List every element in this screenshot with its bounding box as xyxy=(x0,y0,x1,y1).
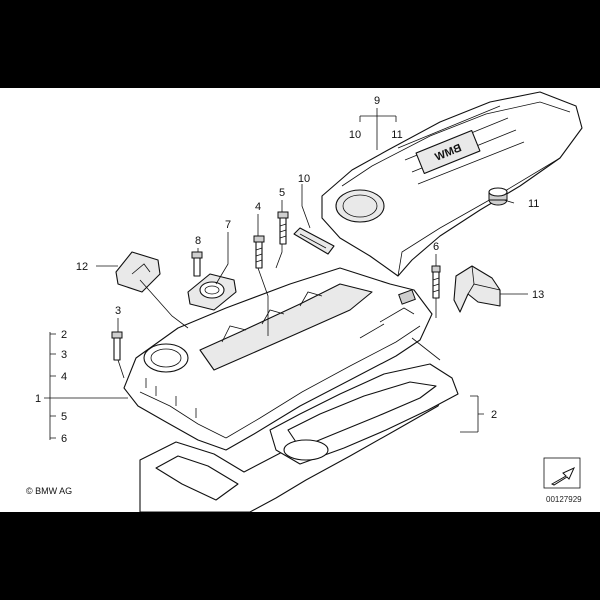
callout-8: 8 xyxy=(195,235,201,247)
gasket-part-2 xyxy=(139,363,459,512)
callout-11: 11 xyxy=(528,198,539,210)
callout-11-top: 11 xyxy=(391,129,402,141)
diagram-frame: BMW xyxy=(0,88,600,512)
bolt-part-4-top xyxy=(253,235,265,269)
engine-cover: BMW xyxy=(321,91,583,277)
callout-6-list: 6 xyxy=(61,433,67,445)
strip-part-10 xyxy=(293,227,335,255)
oil-filler-flange-part-7 xyxy=(187,273,237,311)
callout-3-list: 3 xyxy=(61,349,67,361)
bolt-part-6-right xyxy=(431,265,441,299)
callout-5-top: 5 xyxy=(279,187,285,199)
callout-1: 1 xyxy=(35,393,41,405)
callout-2-left: 2 xyxy=(61,329,67,341)
callout-10: 10 xyxy=(298,173,310,185)
callout-13: 13 xyxy=(532,289,544,301)
orientation-arrow-icon xyxy=(543,457,581,489)
callout-labels: 9 10 11 10 11 5 4 7 8 12 6 13 3 2 3 4 1 … xyxy=(35,95,544,445)
parts-diagram: BMW xyxy=(26,91,583,512)
callout-12: 12 xyxy=(76,261,88,273)
grommet-part-11 xyxy=(488,187,508,206)
callout-5-list: 5 xyxy=(61,411,67,423)
callout-4-list: 4 xyxy=(61,371,67,383)
bracket-part-13 xyxy=(453,265,501,313)
callout-4-top: 4 xyxy=(255,201,261,213)
reference-number: 00127929 xyxy=(546,495,582,504)
callout-2-right: 2 xyxy=(491,409,497,421)
leader-lines xyxy=(44,108,528,440)
bolt-part-5-top xyxy=(277,211,289,245)
callout-10-top: 10 xyxy=(349,129,361,141)
callout-9: 9 xyxy=(374,95,380,107)
bolt-part-3-left xyxy=(111,331,123,361)
callout-7: 7 xyxy=(225,219,231,231)
cylinder-head-cover xyxy=(123,267,433,451)
callout-6-right: 6 xyxy=(433,241,439,253)
cap-part-12 xyxy=(115,251,161,293)
callout-3-left: 3 xyxy=(115,305,121,317)
bolt-part-8 xyxy=(191,251,203,277)
copyright-text: © BMW AG xyxy=(26,486,72,496)
